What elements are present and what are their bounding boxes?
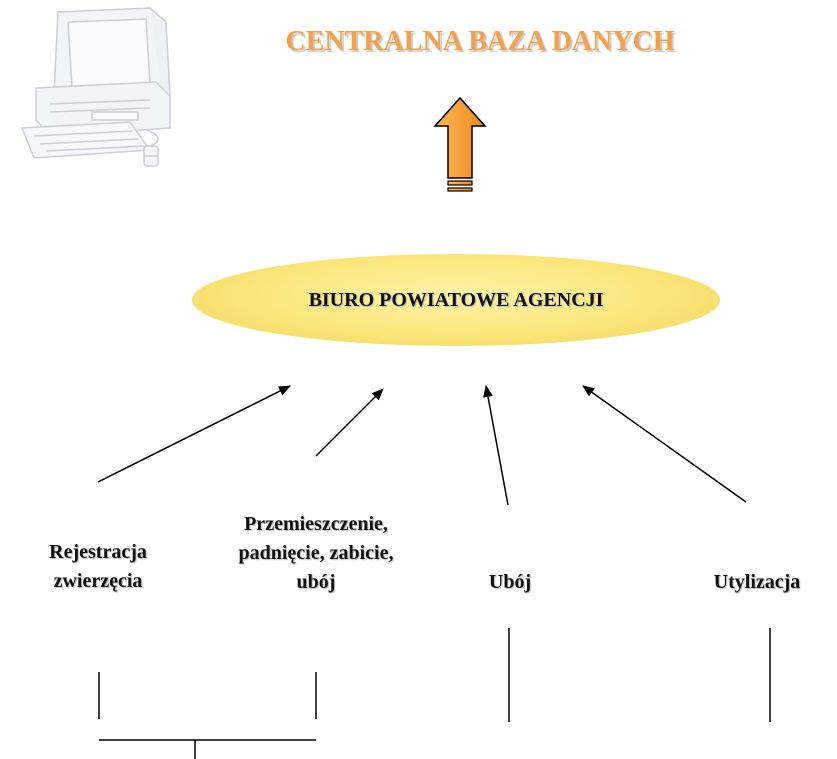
arrow-rejestracja — [97, 385, 291, 483]
source-rejestracja-line-1: Rejestracja — [49, 541, 147, 563]
source-utylizacja: Utylizacja — [684, 568, 830, 597]
source-uboj: Ubój — [460, 568, 560, 597]
source-rejestracja: Rejestracja zwierzęcia — [22, 538, 174, 596]
diagram-title: CENTRALNA BAZA DANYCH — [285, 26, 675, 57]
arrow-przemieszczenie — [315, 388, 384, 457]
source-przemieszczenie-line-3: ubój — [296, 571, 336, 593]
source-przemieszczenie-line-2: padnięcie, zabicie, — [238, 542, 394, 564]
arrow-utylizacja — [582, 385, 747, 503]
central-node-ellipse: BIURO POWIATOWE AGENCJI — [192, 254, 720, 346]
source-utylizacja-line-1: Utylizacja — [713, 571, 801, 593]
source-przemieszczenie-line-1: Przemieszczenie, — [244, 513, 388, 535]
source-uboj-line-1: Ubój — [488, 571, 532, 593]
source-przemieszczenie: Przemieszczenie, padnięcie, zabicie, ubó… — [196, 510, 436, 597]
arrow-uboj — [483, 385, 509, 506]
source-rejestracja-line-2: zwierzęcia — [53, 570, 143, 592]
central-node-label: BIURO POWIATOWE AGENCJI — [308, 288, 604, 311]
